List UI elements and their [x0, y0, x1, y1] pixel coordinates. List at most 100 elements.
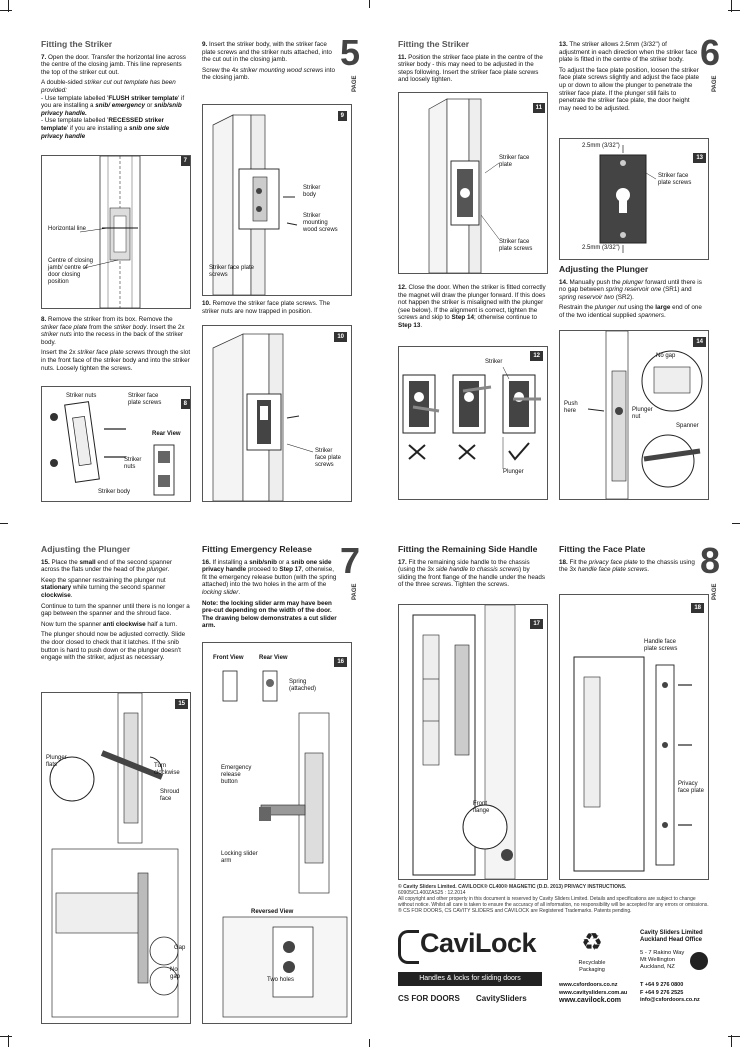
crop-mark	[0, 1036, 12, 1037]
step-15e: The plunger should now be adjusted corre…	[41, 631, 186, 662]
figure-label: Handle face plate screws	[644, 639, 678, 652]
figure-label: Striker face plate screws	[209, 265, 255, 278]
striker-install-drawing	[212, 114, 298, 295]
section-title: Fitting the Striker	[398, 39, 470, 49]
figure-label: Turn clockwise	[154, 763, 180, 776]
step-16-note: Note: the locking slider arm may have be…	[202, 599, 337, 630]
step-10: 10. Remove the striker face plate screws…	[202, 300, 330, 315]
cavilock-logo: CaviLock	[398, 926, 548, 966]
step-9b: Screw the 4x striker mounting wood screw…	[202, 66, 336, 82]
figure-number: 11	[532, 103, 545, 113]
step-14b: Restrain the plunger nut using the large…	[559, 304, 702, 319]
figure-label: Striker nuts	[66, 393, 97, 399]
crop-mark	[8, 1035, 9, 1047]
contact-info: T +64 9 276 0800 F +64 9 276 2525 info@c…	[640, 982, 720, 1005]
section-title: Adjusting the Plunger	[41, 544, 131, 554]
recycle-icon: ♻	[581, 929, 603, 956]
brand-cavitysliders: CavitySliders	[476, 994, 527, 1003]
step-15: 15. Place the small end of the second sp…	[41, 558, 172, 574]
section-title: Adjusting the Plunger	[559, 264, 649, 274]
office-title: Cavity Sliders Limited Auckland Head Off…	[640, 930, 703, 943]
figure-15: 15 Plunger flats Turn clockwise Shroud f…	[41, 692, 191, 1024]
step-8: 8. Remove the striker from its box. Remo…	[41, 316, 185, 346]
step-7: 7. Open the door. Transfer the horizonta…	[41, 53, 186, 76]
p6-col2b: Adjusting the Plunger 14. Manually push …	[559, 264, 707, 323]
page-number: 8	[700, 540, 721, 581]
figure-11: 11 Striker face plate Striker face plate…	[398, 92, 548, 274]
alignment-drawing	[402, 366, 541, 469]
p8-col1: Fitting the Remaining Side Handle 17. Fi…	[398, 545, 548, 592]
figure-label: Rear View	[152, 431, 181, 437]
figure-label: No gap	[656, 353, 676, 359]
crop-mark	[8, 0, 9, 12]
figure-number: 8	[180, 399, 190, 409]
figure-number: 18	[691, 603, 704, 613]
legal-code: 60905/CL400ZAS25 : 12.2014	[398, 890, 466, 896]
website-link[interactable]: www.cavilock.com	[559, 997, 621, 1004]
figure-10: 10 Striker face plate screws	[202, 325, 352, 502]
page-label: PAGE	[712, 75, 718, 92]
jamb-drawing	[79, 156, 141, 308]
figure-label: Two holes	[267, 977, 295, 983]
email-link[interactable]: info@csfordoors.co.nz	[640, 997, 700, 1003]
crop-mark	[728, 1036, 740, 1037]
step-7-template: A double-sided striker cut out template …	[41, 79, 185, 140]
figure-label: Front View	[213, 655, 244, 661]
figure-label: Striker nuts	[124, 457, 142, 470]
crop-mark	[369, 1039, 370, 1047]
figure-label: Striker body	[98, 489, 131, 495]
page-number: 7	[340, 540, 361, 581]
p7-col1: Adjusting the Plunger 15. Place the smal…	[41, 544, 191, 665]
p5-col1b: 8. Remove the striker from its box. Remo…	[41, 316, 191, 375]
figure-14: 14 No gap Push here Plunger nut Spanner	[559, 330, 709, 500]
figure-label: Striker body	[303, 185, 321, 198]
step-13b: To adjust the face plate position, loose…	[559, 66, 700, 112]
website-link[interactable]: www.cavitysliders.com.au	[559, 989, 628, 996]
figure-label: Plunger flats	[46, 755, 67, 768]
faceplate-drawing	[428, 98, 500, 273]
website-link[interactable]: www.csfordoors.co.nz	[559, 982, 618, 988]
step-17: 17. Fit the remaining side handle to the…	[398, 558, 546, 589]
figure-label: Striker face plate screws	[315, 448, 342, 468]
figure-label: Horizontal line	[48, 226, 87, 232]
p5-col1: Fitting the Striker 7. Open the door. Tr…	[41, 40, 191, 143]
striker-nuts-drawing	[212, 333, 314, 501]
figure-16: 16 Front View Rear View Spring (attached…	[202, 642, 352, 1024]
figure-label: Shroud face	[160, 789, 180, 802]
figure-label: Rear View	[259, 655, 288, 661]
p5-col2b: 10. Remove the striker face plate screws…	[202, 300, 347, 318]
step-15c: Continue to turn the spanner until there…	[41, 602, 190, 618]
figure-number: 14	[693, 337, 706, 347]
recycle-label: Recyclable Packaging	[578, 960, 606, 973]
p6-col1: Fitting the Striker 11. Position the str…	[398, 39, 546, 87]
step-11: 11. Position the striker face plate in t…	[398, 53, 543, 84]
step-16: 16. If installing a snib/snib or a snib …	[202, 558, 337, 596]
figure-label: 2.5mm (3/32")	[582, 143, 620, 149]
figure-number: 17	[530, 619, 543, 629]
crop-mark	[0, 10, 12, 11]
website-links: www.csfordoors.co.nz www.cavitysliders.c…	[559, 982, 639, 1005]
figure-label: Emergency release button	[221, 765, 252, 785]
figure-label: Plunger nut	[632, 407, 653, 420]
p6-col1b: 12. Close the door. When the striker is …	[398, 284, 548, 333]
figure-label: Striker face plate screws	[499, 239, 533, 252]
figure-label: Push here	[564, 401, 578, 414]
tagline-bar: Handles & locks for sliding doors	[398, 972, 542, 986]
figure-18: 18 Handle face plate screws Privacy face…	[559, 594, 709, 880]
figure-label: Locking slider arm	[221, 851, 258, 864]
figure-label: Striker mounting wood screws	[303, 213, 338, 233]
fax: F +64 9 276 2525	[640, 989, 684, 996]
p5-col2: 9. Insert the striker body, with the str…	[202, 41, 340, 85]
p8-col2: Fitting the Face Plate 18. Fit the priva…	[559, 545, 699, 577]
p7-col2: Fitting Emergency Release 16. If install…	[202, 544, 340, 633]
figure-8: 8 Striker nuts Striker face plate screws…	[41, 386, 191, 502]
figure-label: Gap	[174, 945, 186, 951]
cavilock-logo-icon	[398, 930, 419, 964]
crop-mark	[0, 523, 8, 524]
figure-label: Front flange	[473, 801, 490, 814]
phone: T +64 9 276 0800	[640, 982, 684, 988]
figure-label: Privacy face plate	[678, 781, 705, 794]
figure-label: Striker face plate screws	[128, 393, 162, 406]
section-title: Fitting Emergency Release	[202, 544, 312, 554]
cavilock-logo-text: CaviLock	[420, 928, 537, 958]
